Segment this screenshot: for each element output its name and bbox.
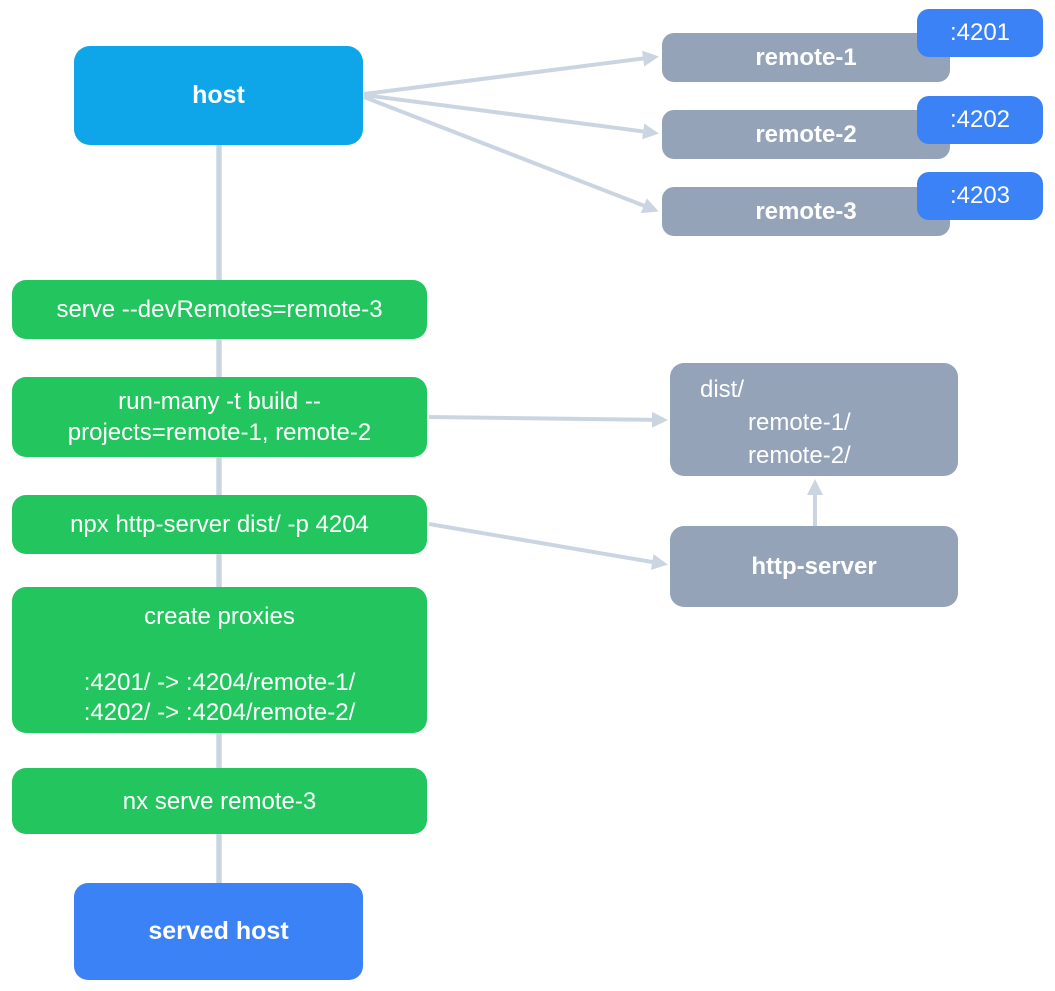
proxy-rules: :4201/ -> :4204/remote-1/ :4202/ -> :420… [84, 668, 356, 728]
host-label: host [192, 81, 245, 109]
dist-folder-node: dist/ remote-1/ remote-2/ [670, 363, 958, 476]
remote-3-node: remote-3 [662, 187, 950, 236]
command-build-line1: run-many -t build -- [118, 388, 321, 415]
arrow-httpserver-cmd-to-httpserver [428, 522, 668, 570]
port-4201-label: :4201 [949, 19, 1011, 46]
arrow-host-to-remote-2 [363, 93, 659, 140]
http-server-label: http-server [751, 552, 877, 580]
remote-3-label: remote-3 [755, 197, 857, 225]
command-create-proxies-node: create proxies :4201/ -> :4204/remote-1/… [12, 587, 427, 733]
command-build-line2: projects=remote-1, remote-2 [67, 419, 372, 446]
port-4202-label: :4202 [949, 106, 1011, 133]
command-nx-serve-node: nx serve remote-3 [12, 768, 427, 834]
create-proxies-title: create proxies [144, 603, 295, 630]
dist-remote-2-line: remote-2/ [748, 442, 851, 469]
command-http-server-text: npx http-server dist/ -p 4204 [70, 511, 369, 538]
command-http-server-node: npx http-server dist/ -p 4204 [12, 495, 427, 554]
proxy-rule-1: :4201/ -> :4204/remote-1/ [83, 669, 356, 696]
served-host-node: served host [74, 883, 363, 980]
remote-1-node: remote-1 [662, 33, 950, 82]
arrow-build-to-dist [428, 411, 668, 428]
remote-1-label: remote-1 [755, 43, 857, 71]
port-badge-4202: :4202 [917, 96, 1043, 144]
served-host-label: served host [148, 917, 289, 945]
port-badge-4201: :4201 [917, 9, 1043, 57]
port-4203-label: :4203 [949, 182, 1011, 209]
command-nx-serve-text: nx serve remote-3 [122, 787, 317, 815]
arrow-host-to-remote-1 [363, 50, 659, 96]
port-badge-4203: :4203 [917, 172, 1043, 220]
dist-remote-1-line: remote-1/ [748, 409, 851, 436]
proxy-rule-2: :4202/ -> :4204/remote-2/ [83, 699, 356, 726]
dist-root-line: dist/ [700, 376, 745, 403]
host-node: host [74, 46, 363, 145]
remote-2-label: remote-2 [755, 120, 857, 148]
command-serve-text: serve --devRemotes=remote-3 [56, 296, 383, 323]
remote-2-node: remote-2 [662, 110, 950, 159]
command-serve-node: serve --devRemotes=remote-3 [12, 280, 427, 339]
command-build-node: run-many -t build -- projects=remote-1, … [12, 377, 427, 457]
http-server-node: http-server [670, 526, 958, 607]
arrow-host-to-remote-3 [363, 95, 659, 214]
